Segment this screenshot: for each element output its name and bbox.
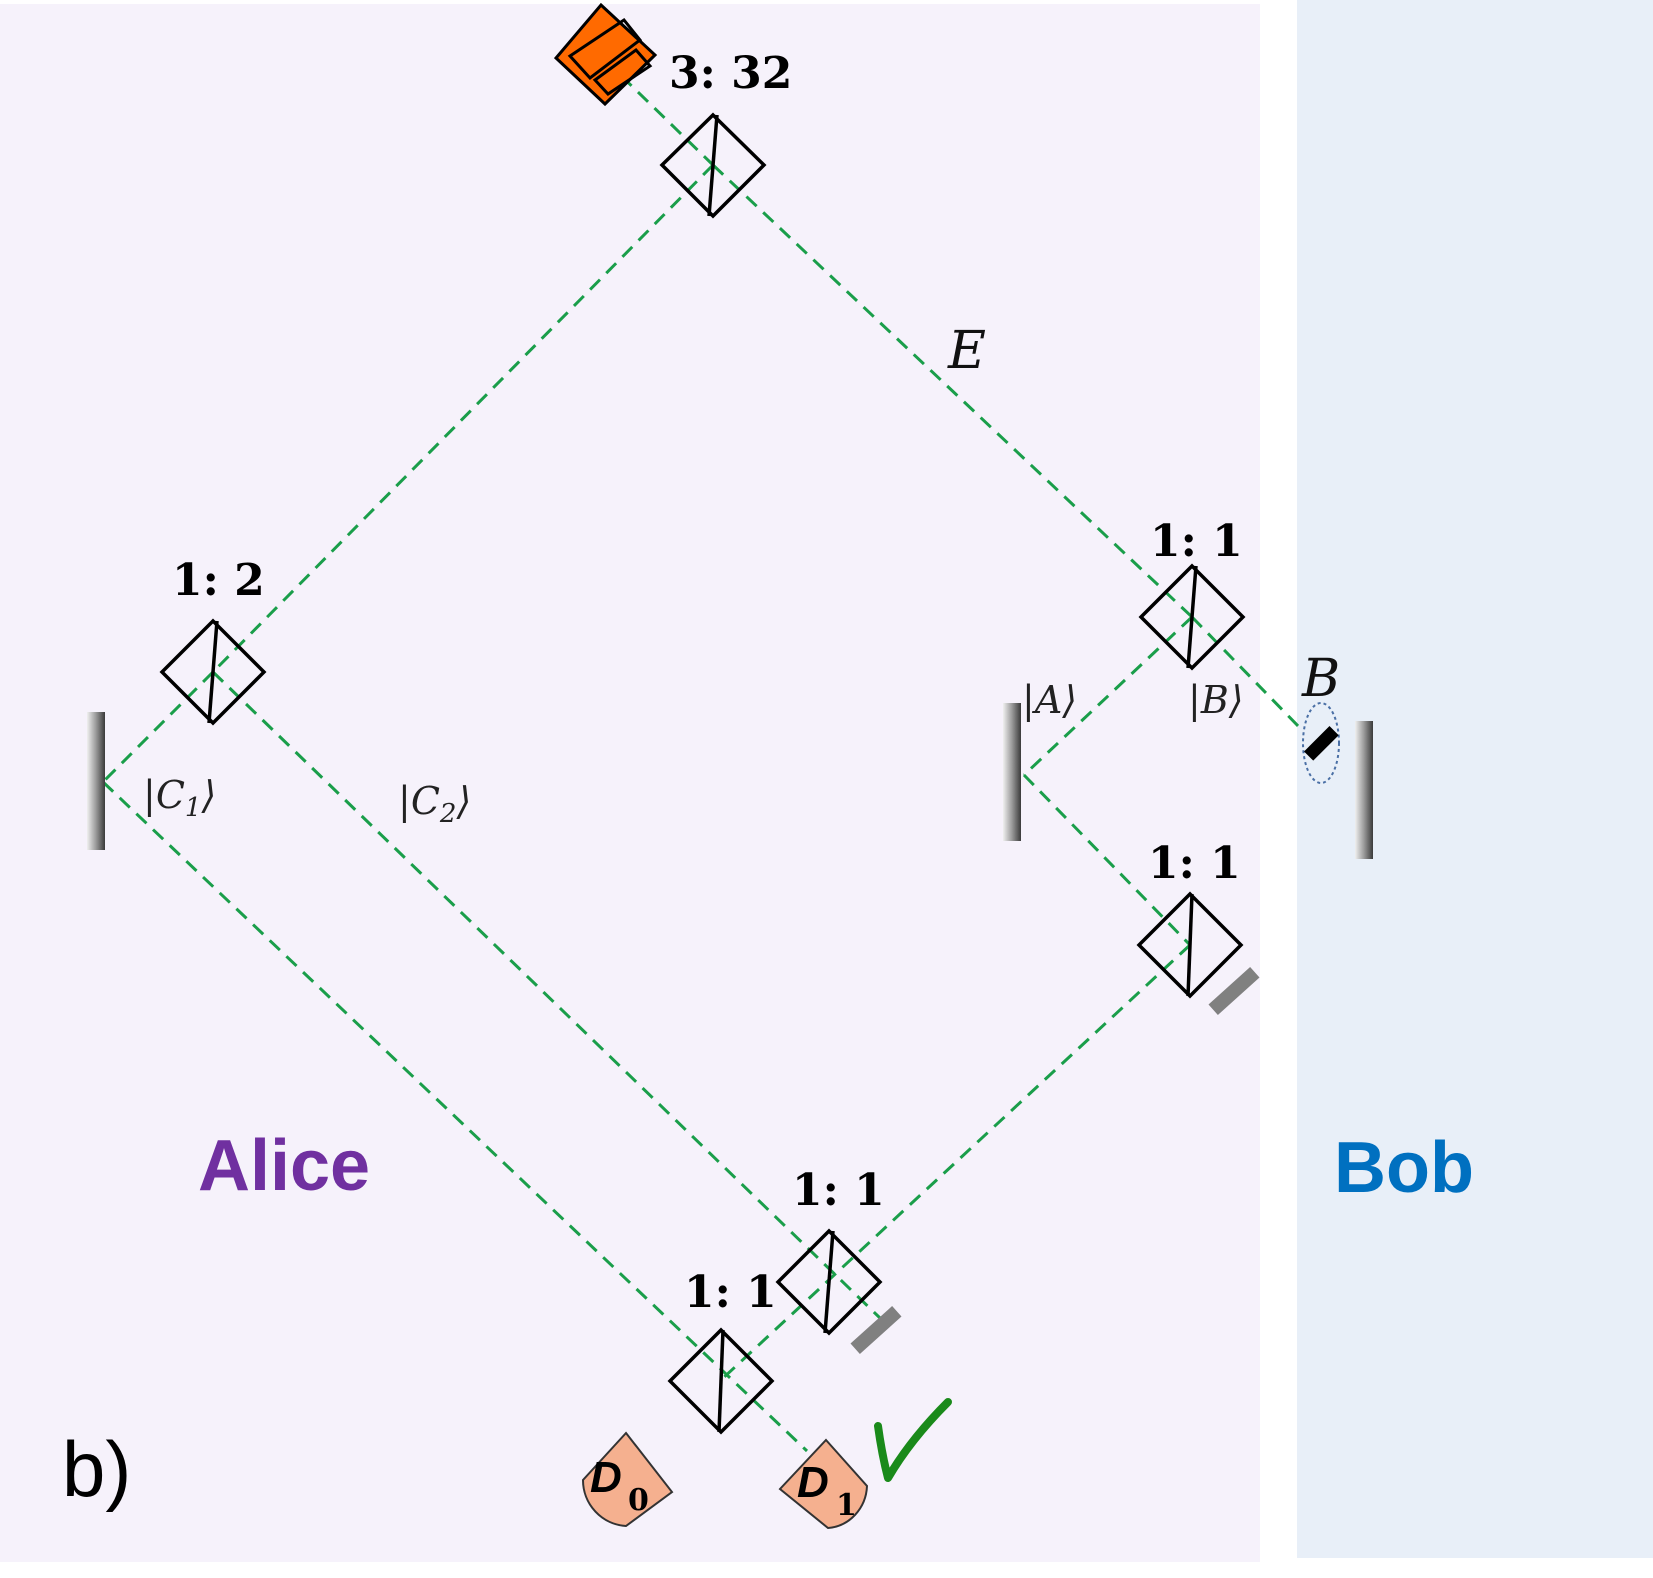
beam-splitter-bob-top xyxy=(1138,563,1246,671)
path-label-e: E xyxy=(947,321,986,381)
ket-c1: |C1⟩ xyxy=(143,773,216,823)
beam-upper-left xyxy=(211,163,715,674)
svg-text:|C2⟩: |C2⟩ xyxy=(398,779,471,829)
bob-region xyxy=(1297,0,1653,1558)
alice-mirror xyxy=(87,712,105,850)
svg-text:D: D xyxy=(590,1453,622,1502)
beam-splitter-source xyxy=(659,112,767,219)
blocker xyxy=(1304,726,1339,761)
beam-dump-bob-lower xyxy=(1208,967,1260,1015)
beam-splitter-bob-lower xyxy=(1136,891,1244,999)
beam-ket-a xyxy=(1022,615,1194,777)
svg-text:|A⟩: |A⟩ xyxy=(1022,678,1077,722)
ratio-label-middle: 1: 1 xyxy=(792,1165,885,1216)
bob-mirror xyxy=(1355,721,1373,859)
source-icon xyxy=(553,2,658,107)
detector-d0: D 0 xyxy=(581,1431,674,1528)
bob-label: Bob xyxy=(1334,1128,1474,1208)
ratio-label-alice: 1: 2 xyxy=(172,555,265,606)
ratio-label-source: 3: 32 xyxy=(669,48,792,99)
svg-text:1: 1 xyxy=(836,1488,857,1523)
beam-paths xyxy=(101,58,1304,1453)
center-mirror xyxy=(1003,703,1021,841)
blocker-halo xyxy=(1302,702,1340,784)
svg-text:0: 0 xyxy=(628,1483,649,1518)
ratio-label-bob-top: 1: 1 xyxy=(1150,516,1243,567)
beam-splitter-alice xyxy=(159,618,267,726)
beam-alice-to-mirror xyxy=(101,670,215,784)
path-label-b: B xyxy=(1301,649,1340,709)
alice-region xyxy=(0,4,1260,1562)
ket-b: |B⟩ xyxy=(1188,678,1244,722)
ket-a: |A⟩ xyxy=(1022,678,1077,722)
detector-d1: D 1 xyxy=(778,1438,869,1530)
ratio-label-bob-lower: 1: 1 xyxy=(1148,838,1241,889)
beam-dump-middle xyxy=(850,1306,902,1354)
check-mark-icon xyxy=(874,1398,952,1482)
beam-splitter-middle xyxy=(775,1228,883,1336)
svg-text:D: D xyxy=(797,1458,829,1507)
beam-mirror-down xyxy=(1022,773,1192,947)
beam-c1 xyxy=(101,780,809,1453)
beam-return-left xyxy=(719,943,1192,1382)
panel-label: b) xyxy=(62,1425,131,1513)
svg-text:|C1⟩: |C1⟩ xyxy=(143,773,216,823)
ratio-label-final: 1: 1 xyxy=(684,1267,777,1318)
svg-text:|B⟩: |B⟩ xyxy=(1188,678,1244,722)
ket-c2: |C2⟩ xyxy=(398,779,471,829)
beam-c2 xyxy=(211,670,882,1320)
beam-splitter-final xyxy=(667,1327,775,1435)
beam-to-bob-mirror xyxy=(1190,615,1304,732)
alice-label: Alice xyxy=(198,1126,370,1206)
beam-path-e xyxy=(711,163,1194,619)
